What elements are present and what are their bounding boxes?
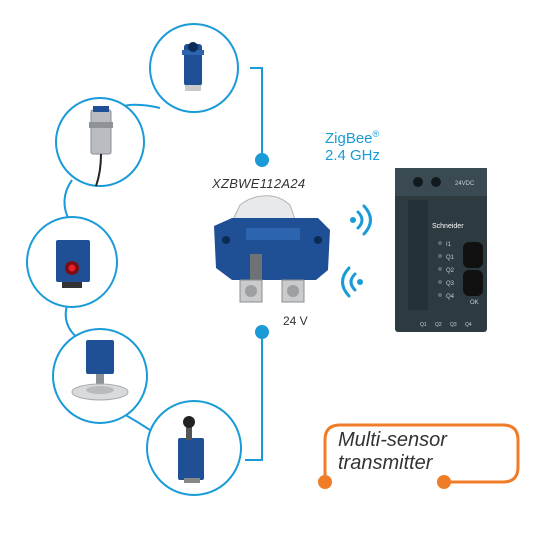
receiver-input-led (438, 254, 442, 258)
caption-dot-right (437, 475, 451, 489)
receiver-input-label: Q1 (446, 255, 455, 261)
receiver-button-upper (463, 242, 483, 268)
receiver-ok-label: OK (470, 300, 479, 306)
sensor-circle-2 (55, 97, 145, 187)
top-junction-dot (255, 153, 269, 167)
receiver-bottom-terminal-label: Q4 (465, 322, 472, 328)
receiver-input-led (438, 267, 442, 271)
block-photoelectric-sensor-icon (56, 240, 90, 288)
pressure-switch-icon (71, 340, 129, 401)
wireless-signal-icon-lower (341, 266, 363, 298)
multi-sensor-transmitter-device (214, 195, 330, 303)
receiver-input-led (438, 241, 442, 245)
caption-bracket (318, 423, 520, 489)
receiver-bottom-terminal-label: Q3 (450, 322, 457, 328)
wireless-signal-icon-upper (350, 204, 372, 236)
sensor-circle-4 (52, 328, 148, 424)
supply-terminal-left (413, 177, 423, 187)
receiver-bottom-terminal-label: Q2 (435, 322, 442, 328)
top-bus-line (250, 67, 263, 160)
sensor-circle-5 (146, 400, 242, 496)
bottom-bus-line (245, 332, 263, 461)
receiver-input-label: Q3 (446, 281, 455, 287)
model-number: XZBWE112A24 (212, 176, 306, 191)
wireless-protocol-label: ZigBee® 2.4 GHz (325, 129, 381, 165)
registered-mark: ® (372, 129, 380, 139)
receiver-supply-label: 24VDC (455, 181, 475, 187)
cylindrical-photoelectric-sensor-icon (182, 42, 204, 91)
caption-line-1: Multi-sensor (338, 429, 447, 451)
receiver-input-leds (438, 241, 442, 297)
sensor-circle-1 (149, 23, 239, 113)
receiver-bottom-terminals: Q1 Q2 Q3 Q4 (420, 322, 472, 328)
receiver-button-lower (463, 270, 483, 296)
caption-line-2: transmitter (338, 452, 433, 474)
frequency-band: 2.4 GHz (325, 147, 381, 164)
receiver-input-label: I1 (446, 242, 452, 248)
caption-dot-left (318, 475, 332, 489)
receiver-input-label: Q4 (446, 294, 455, 300)
inductive-proximity-sensor-icon (89, 106, 113, 187)
supply-voltage: 24 V (283, 314, 308, 328)
receiver-input-led (438, 293, 442, 297)
sensor-circle-3 (26, 216, 118, 308)
receiver-input-led (438, 280, 442, 284)
supply-terminal-right (431, 177, 441, 187)
receiver-bottom-terminal-label: Q1 (420, 322, 427, 328)
sensor-chain-line-2 (63, 179, 73, 223)
bottom-junction-dot (255, 325, 269, 339)
caption-text: Multi-sensor transmitter (338, 429, 447, 475)
receiver-brand-label: Schneider (432, 223, 464, 230)
roller-limit-switch-icon (178, 416, 204, 483)
receiver-input-label: Q2 (446, 268, 455, 274)
protocol-name: ZigBee (325, 130, 373, 147)
